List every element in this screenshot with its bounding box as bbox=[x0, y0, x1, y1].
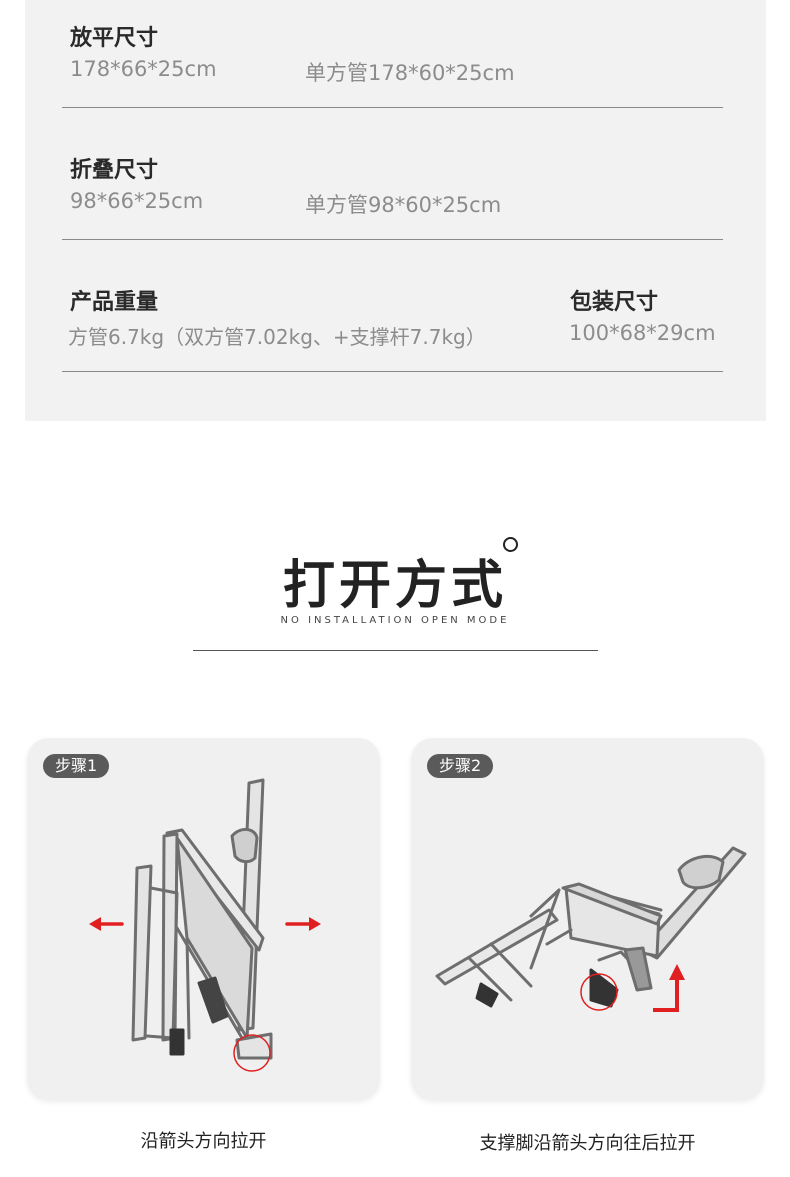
flat-size-label: 放平尺寸 bbox=[70, 26, 159, 51]
highlight-circle-icon bbox=[580, 973, 618, 1011]
step-2-card: 步骤2 bbox=[411, 738, 764, 1100]
section-divider bbox=[193, 650, 598, 651]
divider bbox=[62, 371, 723, 372]
package-size-label: 包装尺寸 bbox=[570, 290, 659, 315]
divider bbox=[62, 107, 723, 108]
spec-row-flat-size: 放平尺寸 178*66*25cm 单方管178*60*25cm bbox=[62, 0, 723, 108]
highlight-circle-icon bbox=[233, 1034, 271, 1072]
step-2-caption: 支撑脚沿箭头方向往后拉开 bbox=[479, 1133, 696, 1154]
degree-mark-icon bbox=[503, 537, 518, 552]
folded-size-label: 折叠尺寸 bbox=[70, 158, 159, 183]
step-1-card: 步骤1 bbox=[27, 738, 380, 1100]
spec-panel: 放平尺寸 178*66*25cm 单方管178*60*25cm 折叠尺寸 98*… bbox=[25, 0, 766, 421]
spec-row-folded-size: 折叠尺寸 98*66*25cm 单方管98*60*25cm bbox=[62, 108, 723, 240]
folded-size-value: 98*66*25cm bbox=[70, 189, 204, 213]
reclined-chair-illustration bbox=[435, 846, 747, 1012]
step-1-badge: 步骤1 bbox=[43, 754, 110, 778]
arrow-up-icon bbox=[653, 978, 679, 1012]
arrow-right-icon bbox=[309, 917, 321, 931]
section-subtitle: NO INSTALLATION OPEN MODE bbox=[280, 615, 510, 626]
package-size-value: 100*68*29cm bbox=[569, 321, 716, 345]
folded-chair-illustration bbox=[89, 778, 321, 1072]
section-title: 打开方式 bbox=[282, 556, 507, 616]
flat-size-value: 178*66*25cm bbox=[70, 57, 217, 81]
flat-size-single-tube-value: 单方管178*60*25cm bbox=[305, 61, 515, 85]
step-2-badge: 步骤2 bbox=[427, 754, 494, 778]
divider bbox=[62, 239, 723, 240]
spec-row-weight-package: 产品重量 方管6.7kg（双方管7.02kg、+支撑杆7.7kg） 包装尺寸 1… bbox=[62, 240, 723, 372]
weight-value: 方管6.7kg（双方管7.02kg、+支撑杆7.7kg） bbox=[68, 325, 486, 349]
step-1-caption: 沿箭头方向拉开 bbox=[140, 1131, 267, 1152]
weight-label: 产品重量 bbox=[70, 290, 159, 315]
folded-size-single-tube-value: 单方管98*60*25cm bbox=[305, 193, 502, 217]
